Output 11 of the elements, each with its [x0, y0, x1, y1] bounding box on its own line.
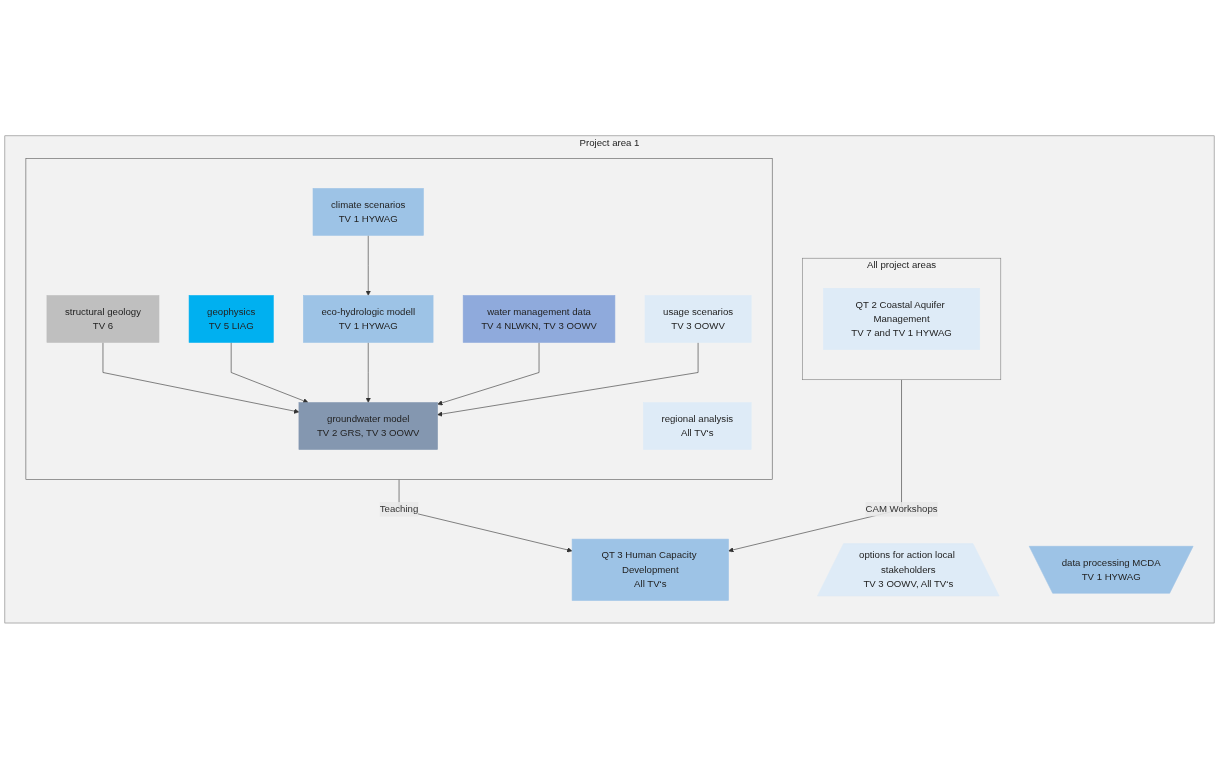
node-box: eco-hydrologic modell TV 1 HYWAG — [303, 295, 434, 343]
edge-label: Teaching — [379, 504, 419, 515]
node-box: usage scenarios TV 3 OOWV — [644, 295, 752, 343]
node-box: water management data TV 4 NLWKN, TV 3 OOWV — [462, 295, 616, 343]
node-box: QT 3 Human Capacity Development All TV‘s — [571, 538, 729, 601]
node-box: groundwater model TV 2 GRS, TV 3 OOWV — [298, 402, 438, 450]
node-box: climate scenarios TV 1 HYWAG — [312, 188, 424, 236]
node-box: geophysics TV 5 LIAG — [188, 295, 274, 343]
edge-label: CAM Workshops — [865, 504, 938, 515]
cluster — [25, 158, 773, 480]
node-box: structural geology TV 6 — [46, 295, 160, 343]
